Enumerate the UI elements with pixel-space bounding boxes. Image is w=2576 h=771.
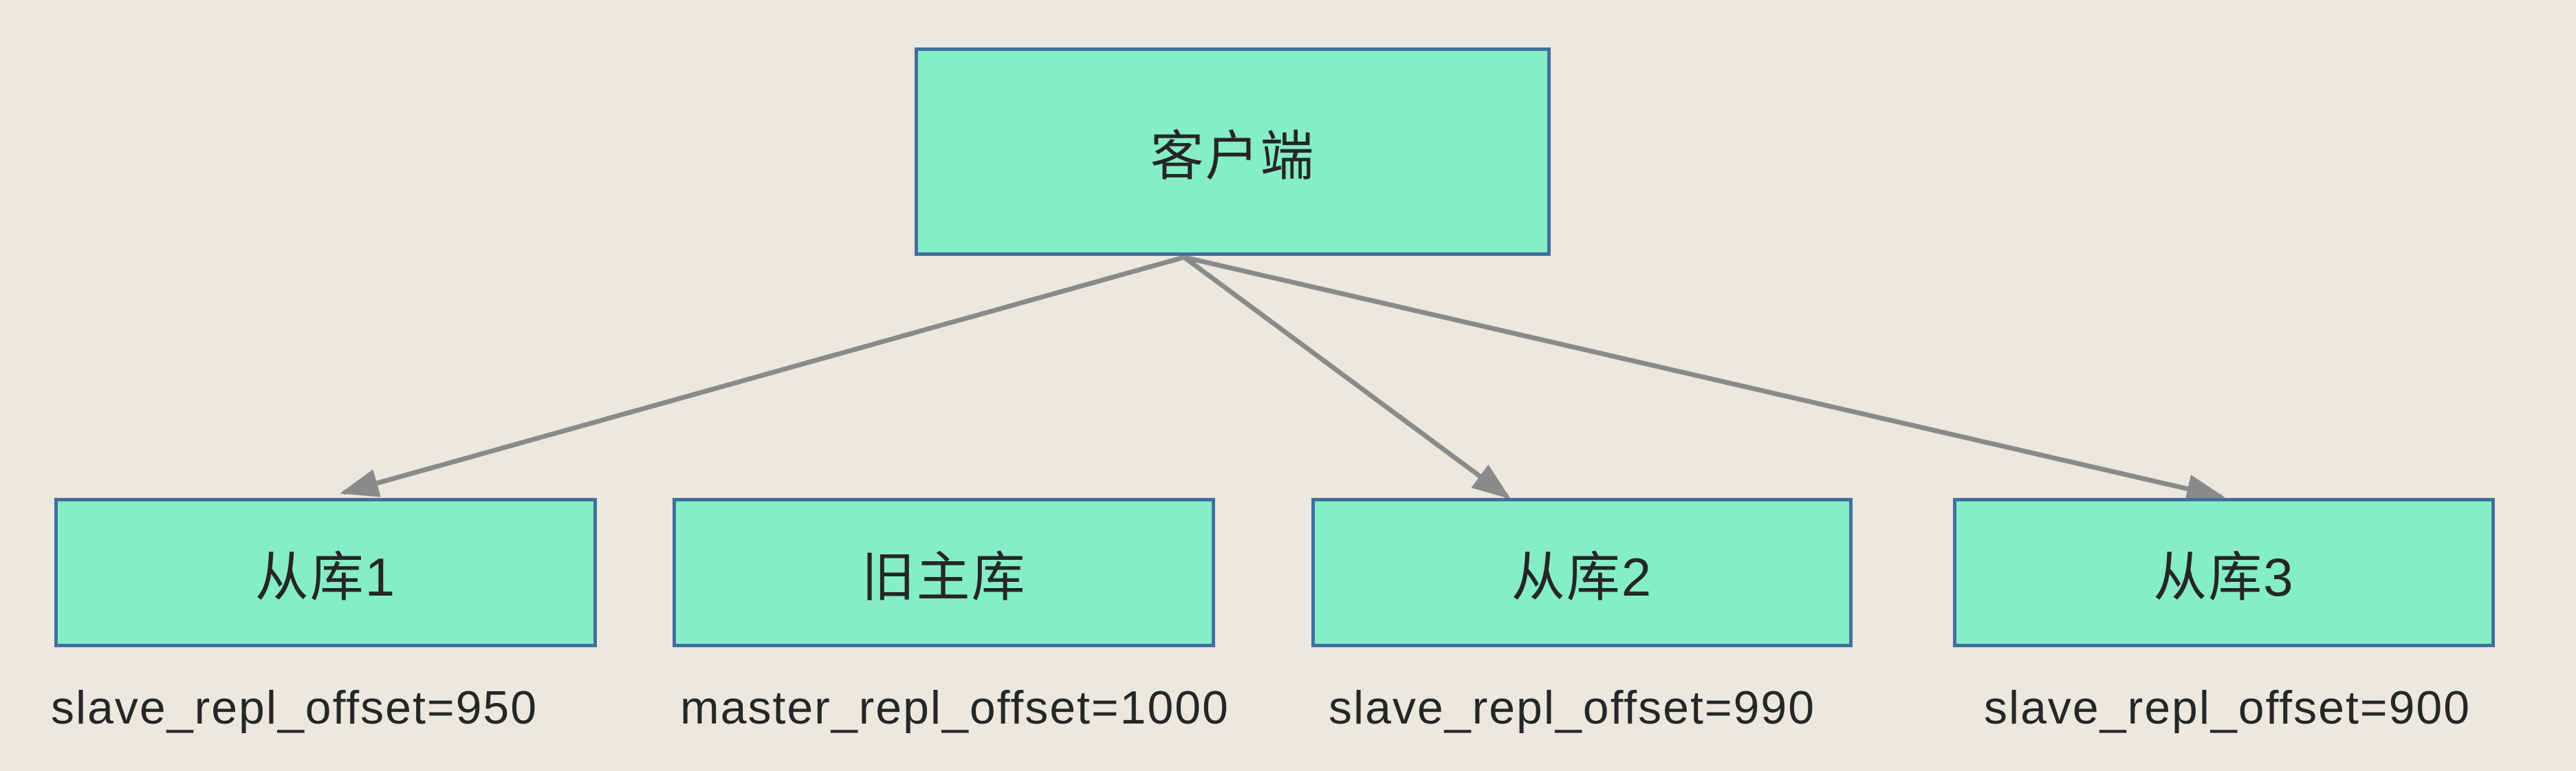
arrow-client-to-slave2 — [1182, 255, 1511, 499]
node-client: 客户端 — [915, 47, 1551, 256]
node-slave3: 从库3 — [1953, 498, 2495, 647]
node-old-master: 旧主库 — [673, 498, 1215, 647]
node-client-label: 客户端 — [1150, 125, 1316, 186]
node-slave2: 从库2 — [1311, 498, 1853, 647]
node-slave2-label: 从库2 — [1511, 546, 1653, 607]
slave3-offset-text: slave_repl_offset=900 — [1984, 682, 2471, 734]
slave1-offset-text: slave_repl_offset=950 — [51, 682, 538, 734]
arrow-client-to-slave3 — [1183, 254, 2225, 503]
node-old-master-label: 旧主库 — [861, 546, 1027, 607]
node-slave3-label: 从库3 — [2153, 546, 2295, 607]
node-slave1: 从库1 — [54, 498, 597, 647]
old-master-offset-text: master_repl_offset=1000 — [680, 682, 1230, 734]
node-slave1-label: 从库1 — [254, 546, 397, 607]
slave2-offset-text: slave_repl_offset=990 — [1329, 682, 1816, 734]
arrow-client-to-slave1 — [340, 254, 1185, 497]
